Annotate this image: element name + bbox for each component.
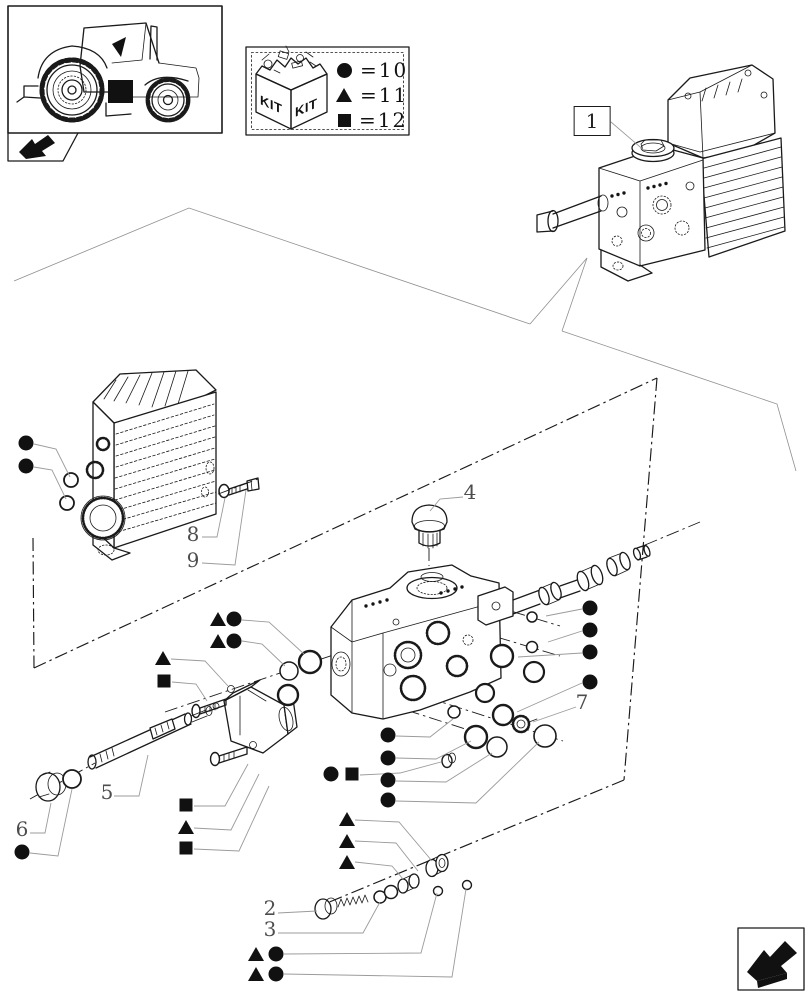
triangle-marker-icon [336, 88, 352, 102]
marker-circle [380, 727, 396, 743]
corner-arrow-icon [7, 132, 79, 162]
marker-triangle [339, 812, 355, 826]
marker-triangle [210, 612, 226, 626]
corner-arrow-icon [737, 927, 805, 991]
part-label-1: 1 [573, 106, 611, 136]
marker-circle [268, 946, 284, 962]
marker-square [179, 798, 193, 812]
marker-triangle [248, 967, 264, 981]
circle-marker-icon [337, 62, 352, 78]
valve-body-drawing [330, 564, 502, 720]
marker-circle [582, 622, 598, 638]
legend-row-circle: =10 [337, 58, 408, 82]
marker-circle [380, 772, 396, 788]
marker-circle [18, 435, 34, 451]
part-label-2: 2 [263, 896, 277, 920]
marker-triangle [248, 947, 264, 961]
spool-drawing [477, 544, 651, 626]
marker-circle [323, 766, 339, 782]
legend-value-square: =12 [359, 108, 408, 132]
marker-circle [14, 844, 30, 860]
square-marker-icon [338, 113, 351, 127]
cap-drawing [411, 504, 448, 549]
marker-circle [582, 600, 598, 616]
part-label-8: 8 [186, 522, 200, 546]
legend-row-triangle: =11 [336, 83, 408, 107]
part-label-3: 3 [263, 917, 277, 941]
marker-circle [582, 674, 598, 690]
part-label-4: 4 [463, 480, 477, 504]
phantom-outline [32, 377, 658, 909]
marker-triangle [178, 820, 194, 834]
assembled-valve-drawing [536, 64, 786, 282]
leader-lines [29, 443, 583, 978]
part-label-9: 9 [186, 548, 200, 572]
marker-circle [582, 644, 598, 660]
marker-triangle [155, 651, 171, 665]
part-label-5: 5 [100, 780, 114, 804]
marker-triangle [339, 834, 355, 848]
marker-circle [380, 750, 396, 766]
marker-square [179, 841, 193, 855]
legend-row-square: =12 [338, 108, 407, 132]
marker-circle [226, 633, 242, 649]
legend-value-triangle: =11 [360, 83, 409, 107]
marker-triangle [339, 855, 355, 869]
marker-square [345, 767, 359, 781]
marker-circle [226, 611, 242, 627]
part-label-7: 7 [575, 690, 589, 714]
marker-circle [268, 966, 284, 982]
rod-cap-drawing [35, 702, 220, 802]
marker-circle [380, 792, 396, 808]
marker-triangle [210, 634, 226, 648]
section-valve-drawing [59, 369, 260, 561]
endcap-bracket-drawing [191, 649, 323, 767]
part-label-6: 6 [15, 817, 29, 841]
plug-spring-drawing [314, 853, 473, 920]
legend-value-circle: =10 [360, 58, 409, 82]
marker-square [157, 674, 171, 688]
tractor-icon [7, 5, 223, 134]
marker-circle [18, 458, 34, 474]
oring-set-drawing [441, 611, 557, 769]
callout-cone-lines [13, 207, 797, 472]
